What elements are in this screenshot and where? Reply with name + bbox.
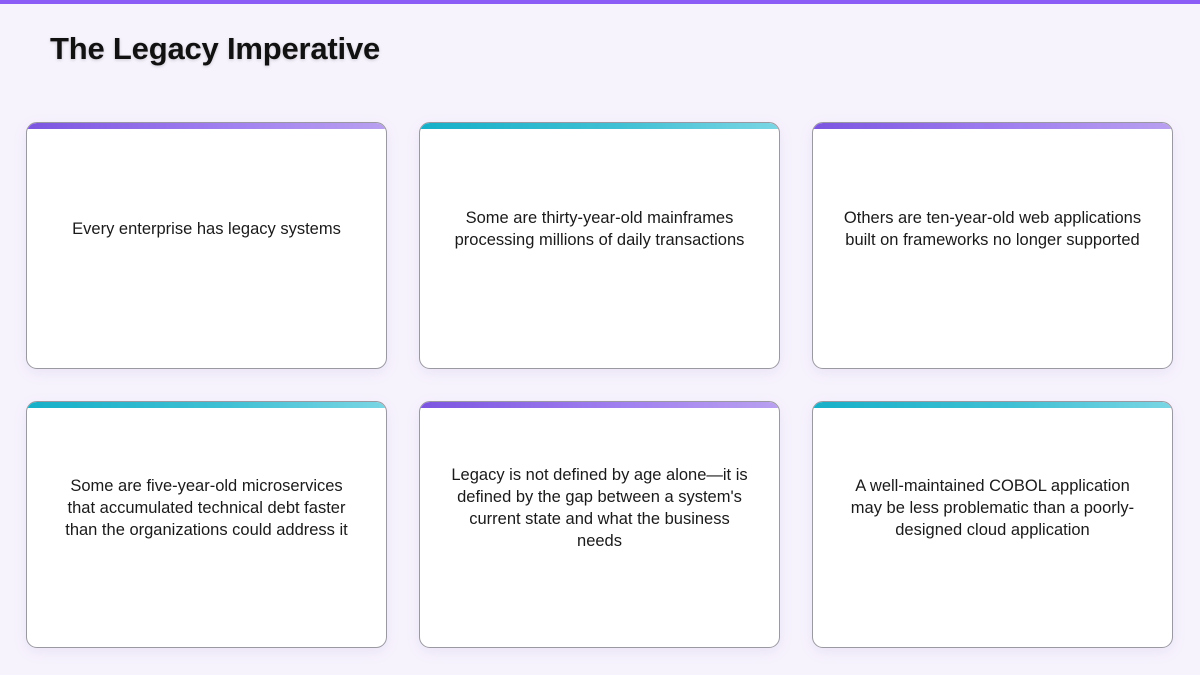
content-card: Others are ten-year-old web applications… [812, 122, 1173, 369]
content-card: Some are thirty-year-old mainframes proc… [419, 122, 780, 369]
content-card: Some are five-year-old microservices tha… [26, 401, 387, 648]
slide-title: The Legacy Imperative [50, 31, 381, 66]
content-card: A well-maintained COBOL application may … [812, 401, 1173, 648]
card-accent-bar [27, 402, 386, 408]
card-accent-bar [420, 402, 779, 408]
card-accent-bar [813, 402, 1172, 408]
card-text: Others are ten-year-old web applications… [843, 208, 1142, 249]
card-text: A well-maintained COBOL application may … [850, 476, 1135, 539]
card-text: Some are five-year-old microservices tha… [65, 476, 348, 539]
card-text: Some are thirty-year-old mainframes proc… [454, 208, 745, 249]
content-card: Legacy is not defined by age alone—it is… [419, 401, 780, 648]
card-accent-bar [420, 123, 779, 129]
card-accent-bar [27, 123, 386, 129]
content-card: Every enterprise has legacy systems [26, 122, 387, 369]
card-accent-bar [813, 123, 1172, 129]
card-text: Legacy is not defined by age alone—it is… [451, 465, 748, 550]
card-text: Every enterprise has legacy systems [72, 219, 341, 238]
top-accent-bar [0, 0, 1200, 4]
